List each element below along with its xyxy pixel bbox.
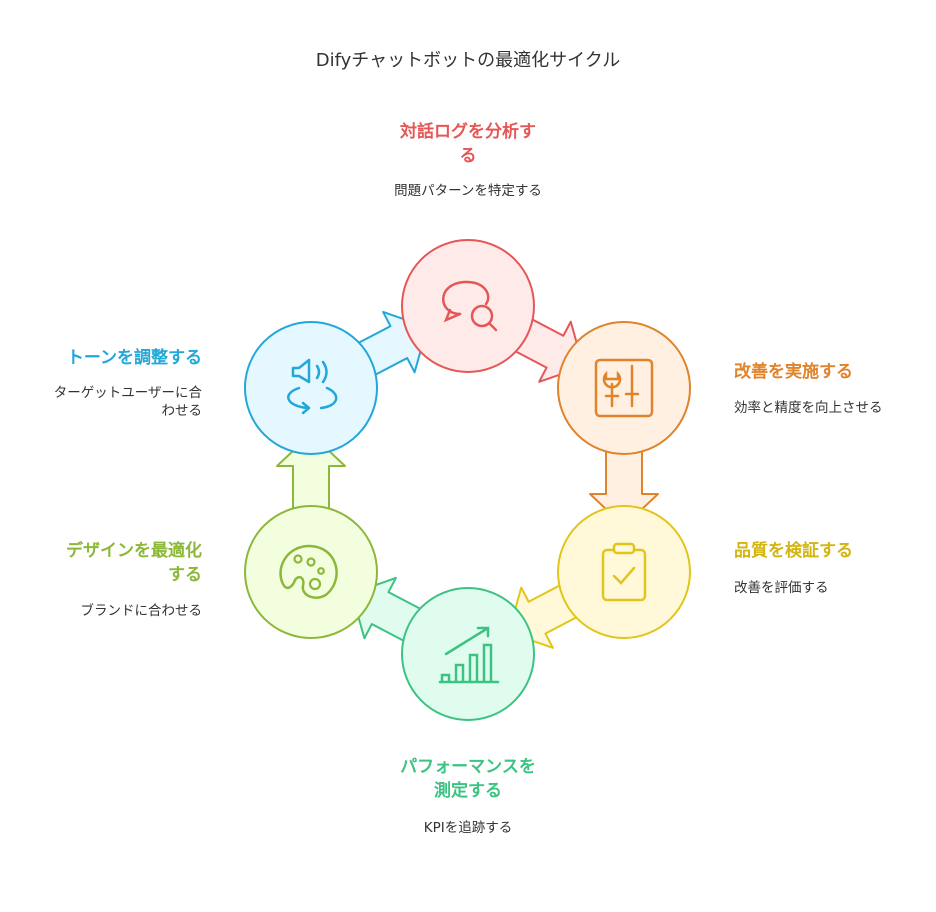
step-1-label-line2: る [459,146,477,166]
step-6-desc: ターゲットユーザーに合わせる [0,384,202,420]
step-3-label: 品質を検証する [734,541,853,561]
step-4-label-line1: パフォーマンスを [400,757,536,777]
tools-panel-icon [594,358,654,418]
step-6-node [244,321,378,455]
step-6-desc-line2: わせる [161,403,203,419]
step-5-desc: ブランドに合わせる [80,603,203,619]
step-2-circle [557,321,691,455]
step-5-circle [244,505,378,639]
step-1-label-line1: 対話ログを分析す [400,122,536,142]
chat-search-icon [442,280,498,332]
step-4-label-line2: 測定する [434,781,502,801]
step-5-node [244,505,378,639]
step-3-circle [557,505,691,639]
step-1-desc: 問題パターンを特定する [394,183,542,199]
palette-icon [279,544,338,599]
bar-chart-growth-icon [438,626,500,684]
step-1-circle [401,239,535,373]
step-4-label: パフォーマンスを測定する [368,755,568,803]
diagram-title: Difyチャットボットの最適化サイクル [315,50,621,71]
speaker-rotate-icon [287,358,338,415]
step-4-node [401,587,535,721]
clipboard-check-icon [601,542,647,602]
step-3-node [557,505,691,639]
step-2-node [557,321,691,455]
step-3-desc: 改善を評価する [734,580,829,596]
step-6-label: トーンを調整する [66,348,202,368]
step-1-node [401,239,535,373]
step-6-circle [244,321,378,455]
step-2-label: 改善を実施する [734,362,853,382]
step-1-label: 対話ログを分析する [368,120,568,168]
step-2-desc: 効率と精度を向上させる [734,400,883,416]
step-6-desc-line1: ターゲットユーザーに合 [53,385,202,401]
step-4-circle [401,587,535,721]
step-4-desc: KPIを追跡する [423,820,513,836]
step-5-label-line1: デザインを最適化 [66,541,202,561]
step-5-label-line2: する [168,565,202,585]
step-5-label: デザインを最適化する [0,539,202,587]
